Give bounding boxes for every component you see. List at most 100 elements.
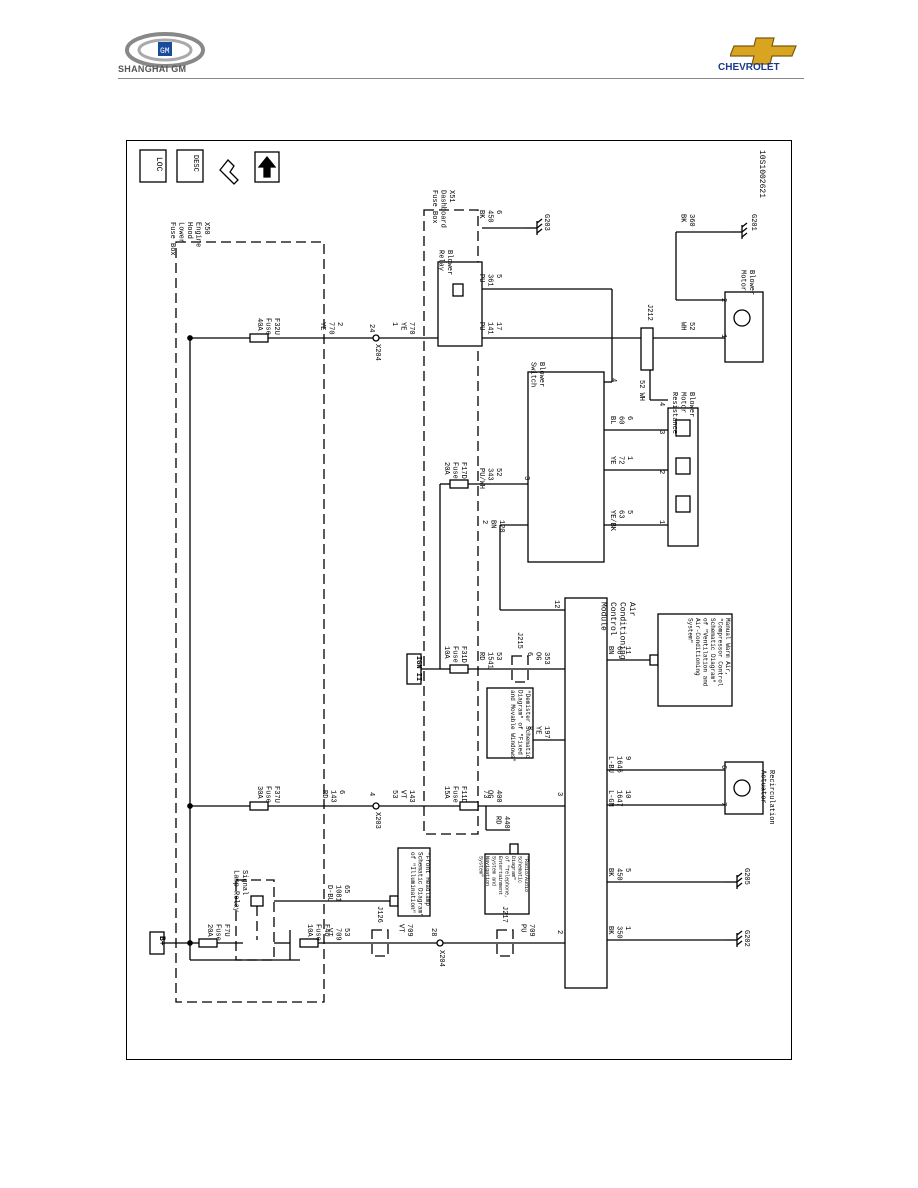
resistor-1 (675, 457, 691, 475)
wire-143a-label-line-1: 143 (329, 790, 337, 803)
pin-2a-label: 2 (555, 930, 563, 934)
wire-141-label-line-0: 17 (494, 322, 502, 330)
wire-353-label-line-2: 6 (525, 652, 533, 656)
ground-g203-hatch-0 (536, 218, 543, 224)
fuse-f17d-label-line-1: Fuse (451, 462, 459, 479)
j212-label: J212 (645, 304, 653, 321)
up-arrow-icon (257, 155, 277, 178)
page-header: GM SHANGHAI GM CHEVROLET (0, 0, 918, 80)
wire-1647-label-line-1: 1647 (615, 790, 623, 807)
pin-3a-label: 3 (657, 430, 665, 434)
demister-box (486, 687, 534, 759)
wire-343-label-line-0: 52 (494, 468, 502, 476)
x50-label-line-4: Fuse Box (168, 222, 176, 256)
ac-module-label-line-3: Module (599, 602, 608, 631)
ac-module-label-line-2: Control (608, 602, 617, 636)
blower-relay-label-line-1: Relay (437, 250, 445, 271)
ground-g205-label: G205 (742, 868, 750, 885)
manual-warm-box (657, 613, 733, 707)
j126-connector (371, 929, 389, 957)
fuse-f7u-label-line-2: 20A (205, 924, 213, 937)
pin-3a-label: 3 (555, 792, 563, 796)
radio-label-line-3: of "Telephone, (504, 856, 510, 898)
ign-box (406, 653, 422, 685)
wire-360-label-line-1: BK (679, 214, 687, 223)
front-headlamp-label-line-1: Schematic Diagram" (417, 852, 424, 917)
signal-lamp-relay-box (235, 879, 275, 961)
fuse-f7u-label-line-1: Fuse (214, 924, 222, 941)
wire-450b-label-line-0: 5 (623, 868, 631, 872)
radio-connector (509, 843, 519, 855)
pin-4b-label: 4 (609, 378, 617, 382)
pin-3b-label: 3 (522, 476, 530, 480)
wire-450a-label-line-2: BK (477, 210, 485, 219)
wire-1647-label-line-2: L-GN (606, 790, 614, 807)
wire-1541-label-line-0: 53 (494, 652, 502, 660)
radio-label-line-5: System and (491, 856, 497, 886)
wire-60-label-line-0: 6 (625, 416, 633, 420)
desc-icon-text: DESC (191, 155, 199, 172)
fuse-f31d-label-line-0: F31D (459, 646, 467, 663)
front-headlamp-connector (389, 895, 399, 907)
front-headlamp-label-line-0: "Front Headlamp (424, 852, 431, 906)
fuse-f4u-label-line-2: 10A (305, 924, 313, 937)
wire-709c-label-line-1: PU (519, 924, 527, 932)
blower-relay-coil (452, 283, 464, 297)
wire-709c-label-line-0: 709 (527, 924, 535, 937)
wire-52-label-line-1: WH (679, 322, 687, 330)
x51-fuse-box-boundary (423, 209, 479, 835)
j126-label: J126 (375, 906, 383, 923)
wire-72-label-line-1: 72 (617, 456, 625, 464)
wire-709a-label-line-1: 709 (334, 928, 342, 941)
bus-junction-0 (187, 335, 193, 341)
wire-450b-label-line-2: BK (606, 868, 614, 877)
fuse-f11d (459, 801, 479, 811)
wire-143a-label-line-0: 6 (337, 790, 345, 794)
pin-6-label: 6 (719, 765, 727, 769)
wire-709a-label-line-2: VT (325, 928, 333, 936)
wire-143b-label-line-2: 53 (390, 790, 398, 798)
wire-1647-label-line-0: 10 (623, 790, 631, 798)
manual-warm-label-line-1: "Compressor Control (717, 618, 724, 687)
pin-2a-label: 2 (657, 470, 665, 474)
radio-label-line-6: Navigation (484, 856, 490, 886)
wire-400-label-line-0: 400 (494, 790, 502, 803)
x51-label-line-1: Dashboard (439, 190, 447, 228)
pin-4-label: 4 (367, 792, 375, 796)
fuse-f37u-label-line-1: Fuse (264, 786, 272, 803)
signal-relay-coil (250, 895, 264, 907)
ac-control-module-box (564, 597, 608, 989)
wire-197-label-line-2: 8 (525, 726, 533, 730)
recirc-motor-symbol (733, 779, 751, 797)
j215-connector (511, 655, 529, 683)
chevrolet-bowtie-logo (730, 37, 797, 65)
x203-label: X203 (373, 812, 381, 829)
wire-52wh-label: 52 WH (637, 380, 645, 401)
pin-4a-label: 4 (657, 402, 665, 406)
j212-connector (640, 327, 654, 371)
wire-72-label-line-2: YE (608, 456, 616, 464)
x50-fuse-box-boundary (175, 241, 325, 1003)
x51-label-line-2: Fuse Box (430, 190, 438, 224)
x203-pin-4 (372, 802, 380, 810)
wire-60-label-line-1: 60 (617, 416, 625, 424)
shanghai-gm-text: SHANGHAI GM (118, 64, 187, 74)
wire-353-label-line-1: OG (534, 652, 542, 660)
front-headlamp-box (397, 847, 431, 917)
wrench-arrow-icon (219, 159, 239, 185)
wire-52-label-line-0: 52 (687, 322, 695, 330)
wire-66-label-line-1: 66 (615, 646, 623, 654)
bus-junction-2 (187, 940, 193, 946)
fuse-f4u (299, 938, 319, 948)
blower-relay-box (437, 261, 483, 347)
wire-1646-label-line-1: 1646 (615, 756, 623, 773)
radio-label-line-7: System" (478, 856, 484, 877)
resistor-0 (675, 419, 691, 437)
wire-450a-label-line-1: 450 (486, 210, 494, 223)
radio-label-line-0: "Radio/Audio (523, 856, 529, 892)
fuse-f17d-label-line-0: F17D (459, 462, 467, 479)
x204b-label: X204 (373, 344, 381, 361)
drawing-id: 10S1002621 (757, 150, 766, 198)
ground-g203-label: G203 (542, 214, 550, 231)
